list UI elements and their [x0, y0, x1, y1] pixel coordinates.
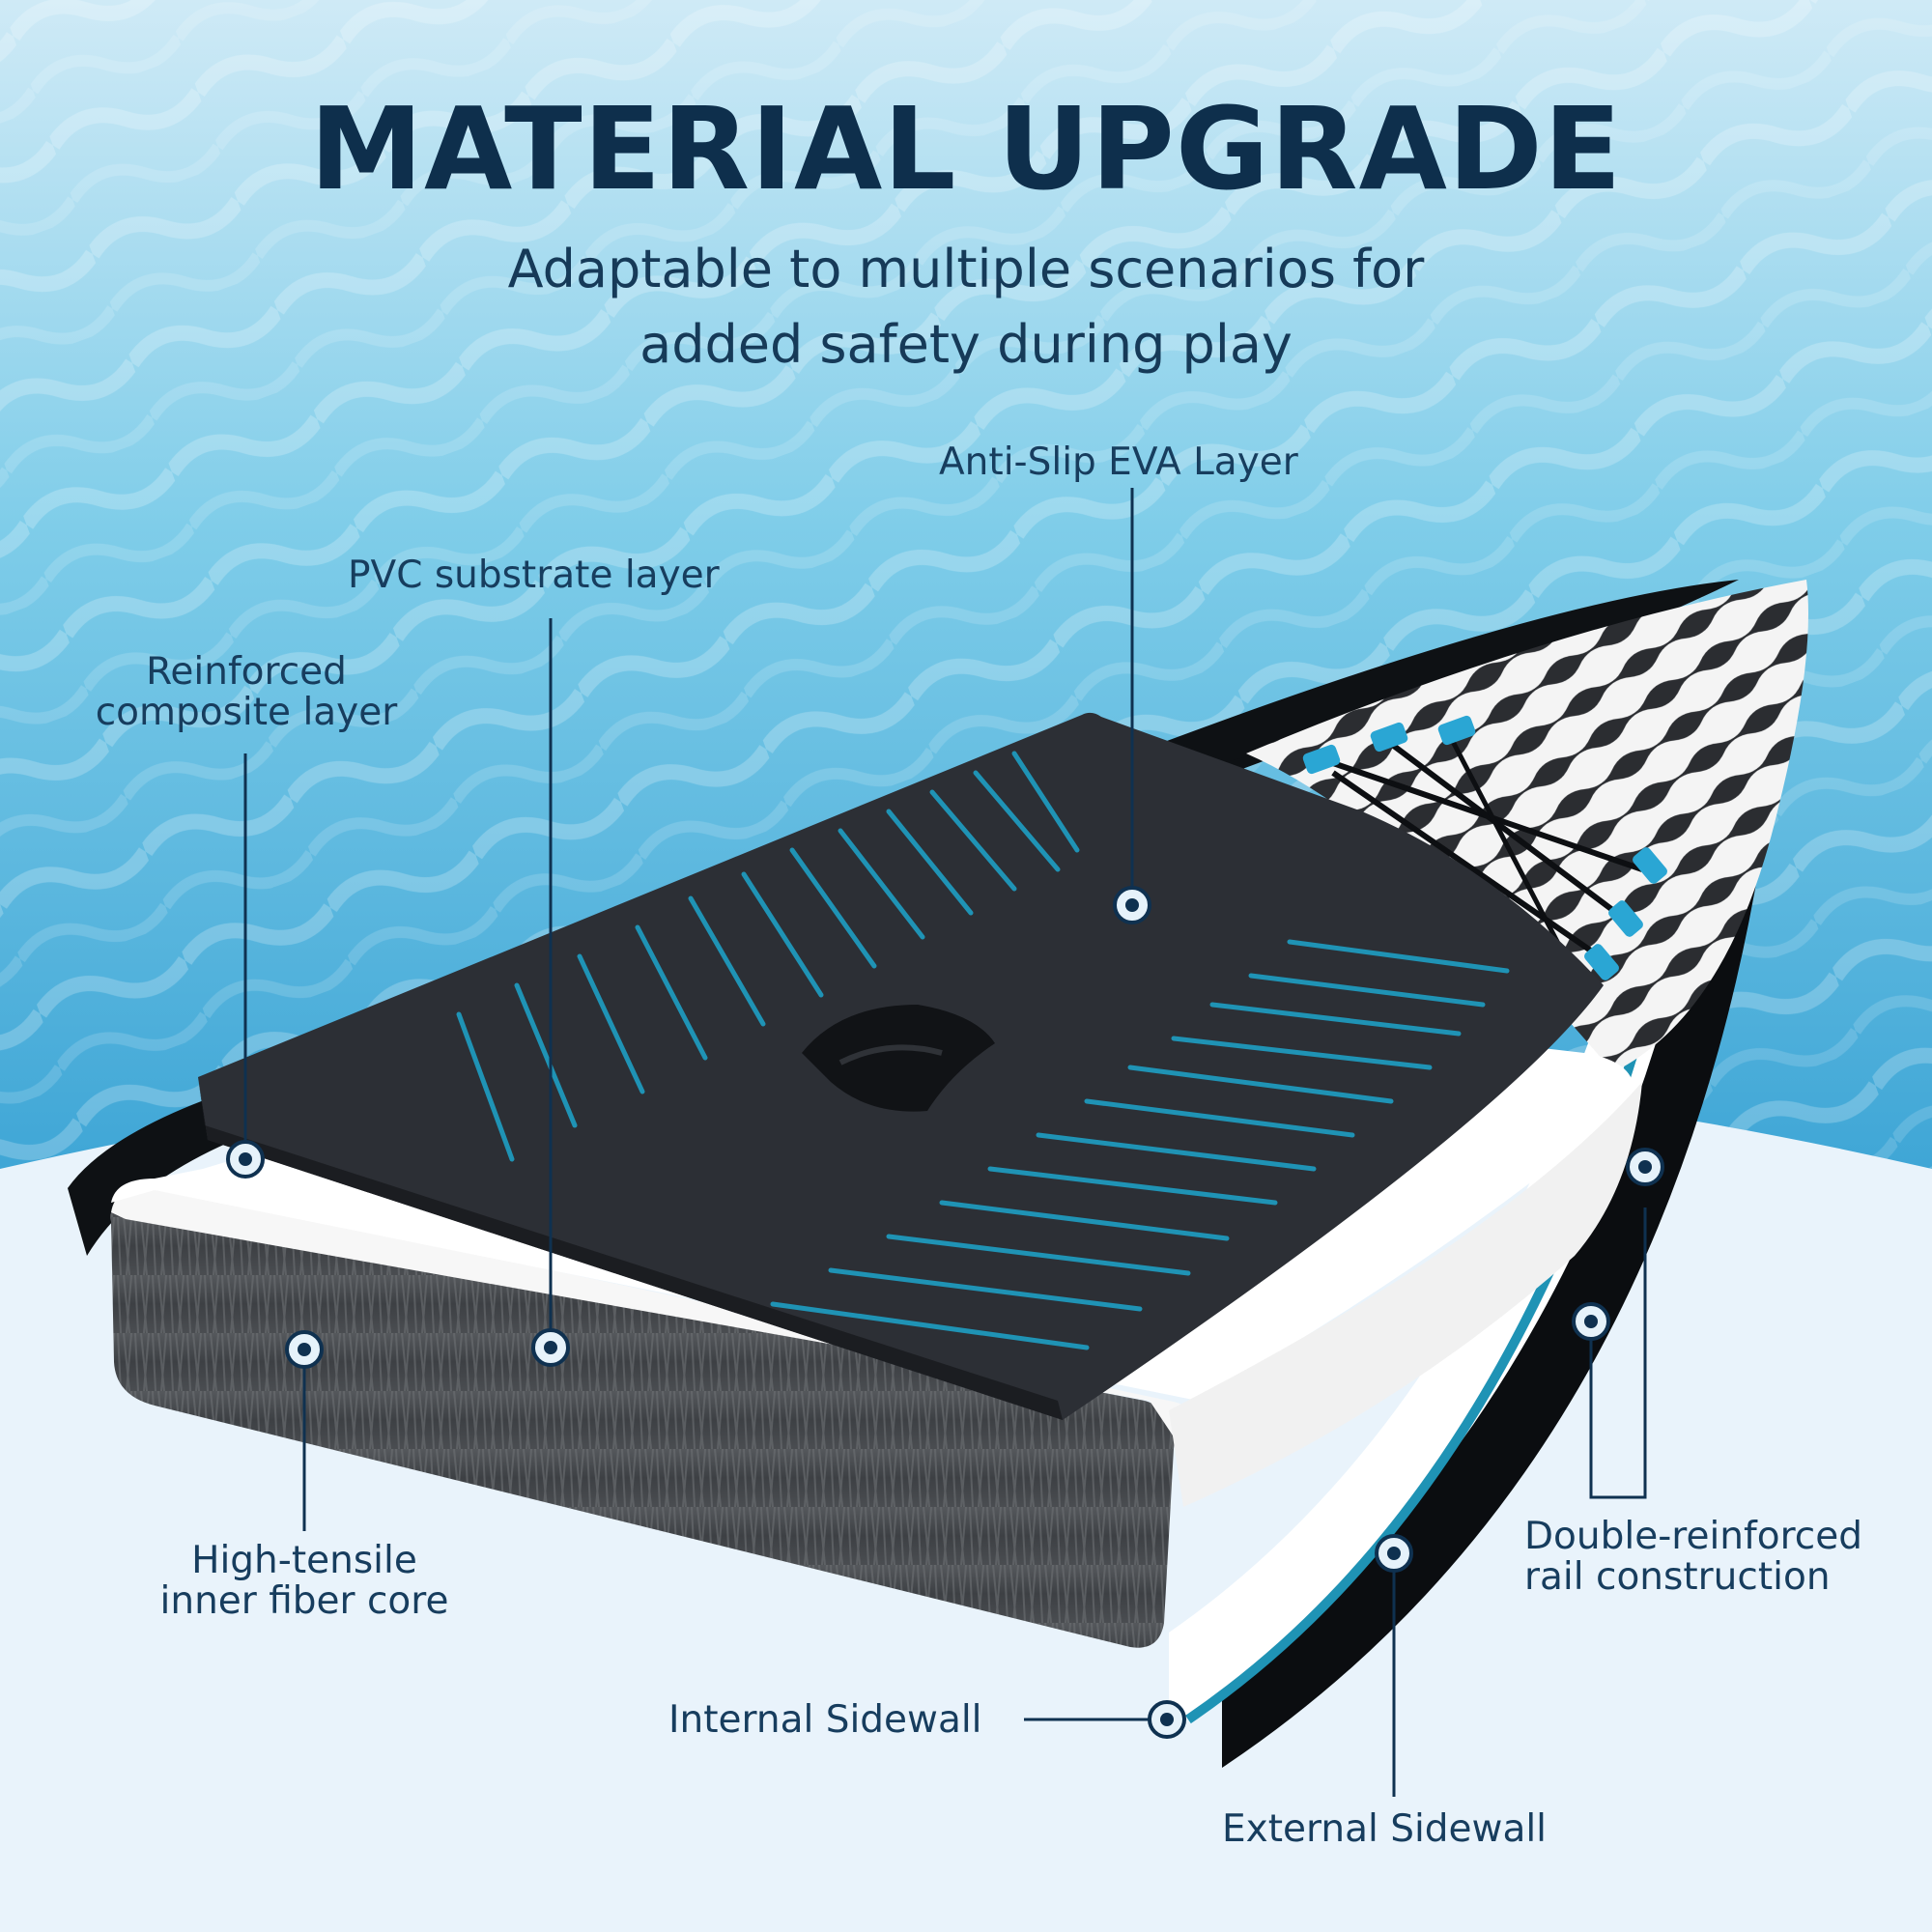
- label-reinforced-line-1: Reinforced: [146, 650, 347, 694]
- marker-reinforced: [226, 1140, 265, 1179]
- label-fiber-core: High-tensile inner fiber core: [121, 1541, 488, 1622]
- page-title: MATERIAL UPGRADE: [309, 82, 1623, 215]
- label-anti-slip-eva: Anti-Slip EVA Layer: [939, 440, 1298, 484]
- label-double-line-1: Double-reinforced: [1524, 1515, 1862, 1558]
- leader-lines: [243, 488, 1647, 1797]
- bungee-cord: [1302, 715, 1667, 980]
- label-external-sidewall: External Sidewall: [1222, 1807, 1548, 1851]
- label-fiber-line-1: High-tensile: [191, 1539, 417, 1582]
- label-pvc-substrate: PVC substrate layer: [348, 554, 720, 597]
- label-fiber-line-2: inner fiber core: [159, 1579, 449, 1623]
- fiber-core: [110, 1208, 1175, 1648]
- page-subtitle: Adaptable to multiple scenarios for adde…: [0, 232, 1932, 383]
- subtitle-line-2: added safety during play: [639, 314, 1293, 375]
- marker-rail-1: [1572, 1302, 1610, 1341]
- label-double-reinforced-rail: Double-reinforced rail construction: [1524, 1517, 1862, 1598]
- marker-anti-slip: [1113, 886, 1151, 924]
- marker-rail-2: [1626, 1148, 1664, 1186]
- marker-pvc: [531, 1328, 570, 1367]
- carry-handle: [802, 1005, 995, 1112]
- pvc-layer: [111, 1185, 1198, 1459]
- subtitle-line-1: Adaptable to multiple scenarios for: [507, 239, 1425, 299]
- label-double-line-2: rail construction: [1524, 1555, 1831, 1599]
- label-reinforced-composite: Reinforced composite layer: [58, 652, 435, 733]
- deck-grooves: [456, 751, 1510, 1350]
- label-reinforced-line-2: composite layer: [95, 691, 398, 734]
- marker-external: [1375, 1534, 1413, 1573]
- label-internal-sidewall: Internal Sidewall: [668, 1698, 982, 1742]
- marker-fiber: [285, 1330, 324, 1369]
- marker-internal: [1148, 1700, 1186, 1739]
- marker-dots: [226, 886, 1664, 1739]
